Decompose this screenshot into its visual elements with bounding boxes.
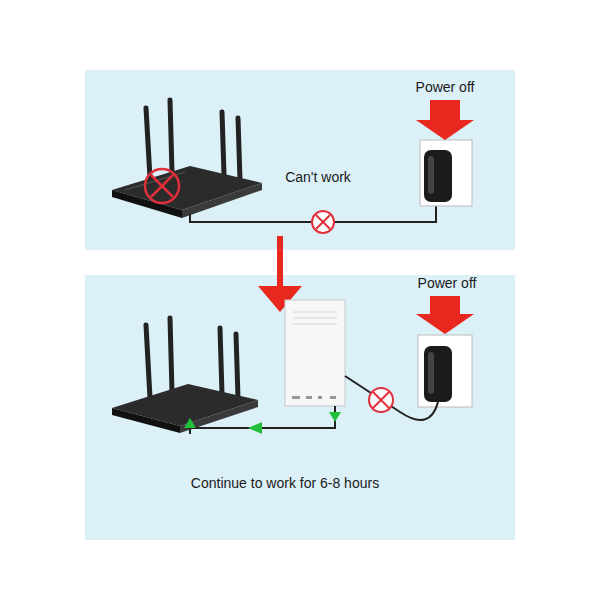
error-mark [369, 388, 393, 412]
dc-wire [190, 406, 335, 434]
mini-ups [285, 300, 345, 406]
caption-label: Continue to work for 6-8 hours [191, 475, 379, 492]
error-mark [312, 211, 334, 233]
error-mark [145, 169, 179, 203]
wall-outlet [418, 335, 472, 407]
power-wire [334, 204, 436, 222]
power-off-label: Power off [416, 79, 475, 96]
bottom-panel [85, 275, 515, 540]
status-label: Can't work [285, 169, 351, 186]
power-off-label: Power off [418, 275, 477, 292]
top-panel [85, 70, 515, 250]
red-arrow [416, 100, 474, 140]
router-icon [112, 318, 258, 433]
wall-outlet [420, 140, 472, 206]
red-arrow [416, 296, 474, 334]
router-icon [112, 100, 262, 218]
power-wire [345, 376, 438, 420]
power-wire [190, 214, 312, 222]
green-arrow [184, 412, 341, 434]
